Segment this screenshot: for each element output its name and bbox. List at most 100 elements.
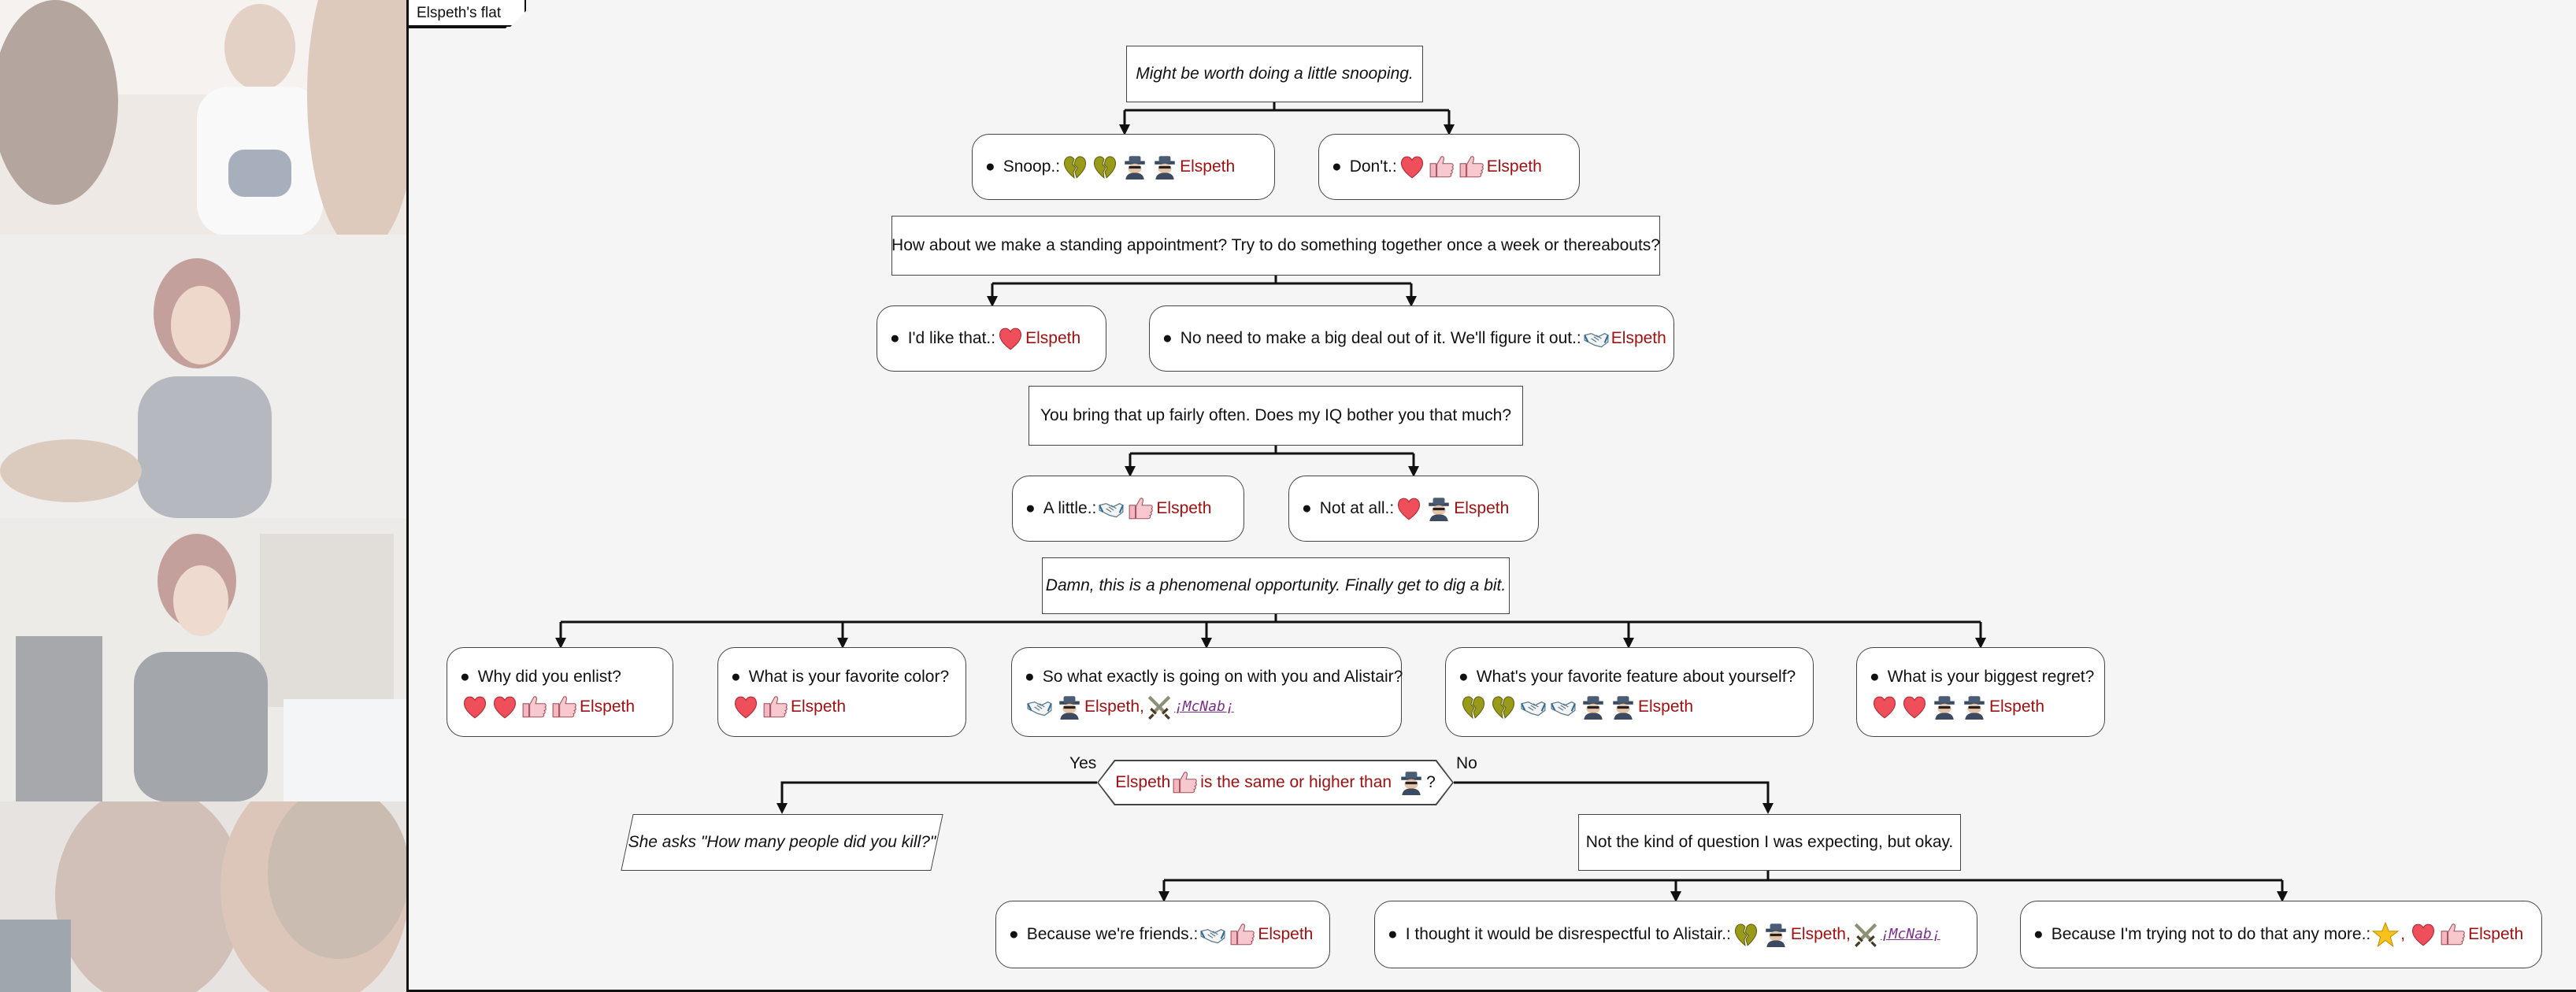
separator-comma: , [2400,925,2406,943]
bullet-icon: ● [985,157,995,176]
handshake-icon [1583,325,1610,352]
heart-icon [491,694,518,720]
choice-alistair-label: So what exactly is going on with you and… [1042,668,1403,686]
choice-why-enlist-label: Why did you enlist? [477,668,621,686]
condition-hexagon: Elspeth is the same or higher than ? [1097,760,1454,805]
thumbs-up-icon [551,694,578,720]
spy-icon [1121,154,1148,180]
character-name: Elspeth [1180,157,1236,176]
spy-icon [1056,694,1083,720]
broken-heart-icon [1490,694,1517,720]
choice-alistair[interactable]: ● So what exactly is going on with you a… [1011,647,1403,737]
heart-icon [997,325,1024,352]
question-not-expecting: Not the kind of question I was expecting… [1578,814,1961,871]
broken-heart-icon [1062,154,1088,180]
choice-snoop[interactable]: ● Snoop.: Elspeth [972,134,1275,200]
scene-photo-kiss [0,801,406,992]
broken-heart-icon [1460,694,1487,720]
character-name: Elspeth [1025,329,1081,347]
choice-dont[interactable]: ● Don't.: Elspeth [1318,134,1580,200]
choice-disrespectful-label: I thought it would be disrespectful to A… [1405,925,1731,943]
choice-not-at-all[interactable]: ● Not at all.: Elspeth [1288,476,1539,542]
question-standing-appointment: How about we make a standing appointment… [891,216,1660,276]
choice-a-little-label: A little.: [1043,499,1097,517]
character-name: Elspeth [1258,925,1314,943]
thought-snooping-text: Might be worth doing a little snooping. [1136,65,1414,83]
bullet-icon: ● [1332,157,1342,176]
bullet-icon: ● [1388,925,1398,943]
character-name: Elspeth [1638,698,1694,716]
question-not-expecting-text: Not the kind of question I was expecting… [1585,833,1954,851]
scene-photo-woman-desk [0,518,406,801]
thumbs-up-icon [1229,921,1256,948]
spy-icon [1762,921,1789,948]
thumbs-up-icon [762,694,789,720]
bullet-icon: ● [2033,925,2044,943]
choice-dont-label: Don't.: [1349,157,1397,176]
choice-disrespectful[interactable]: ● I thought it would be disrespectful to… [1374,901,1977,968]
choice-id-like-that-label: I'd like that.: [907,329,996,347]
thought-snooping: Might be worth doing a little snooping. [1126,46,1423,102]
choice-id-like-that[interactable]: ● I'd like that.: Elspeth [877,305,1106,372]
condition-no-label: No [1456,754,1477,772]
heart-icon [732,694,759,720]
heart-icon [2410,921,2437,948]
bullet-icon: ● [1162,329,1173,347]
question-iq: You bring that up fairly often. Does my … [1029,386,1523,446]
star-icon [2372,921,2400,948]
character-name: Elspeth [1610,329,1666,347]
character-name: Elspeth [1156,499,1212,517]
choice-favorite-color-label: What is your favorite color? [748,668,950,686]
heart-icon [1901,694,1928,720]
choice-trying-not-to-label: Because I'm trying not to do that any mo… [2051,925,2371,943]
location-tab: Elspeth's flat [406,0,526,27]
choice-because-friends[interactable]: ● Because we're friends.: Elspeth [995,901,1330,968]
choice-favorite-feature[interactable]: ● What's your favorite feature about you… [1445,647,1814,737]
scene-photo-kitchen [0,0,406,235]
thumbs-up-icon [1128,495,1155,522]
condition-end: ? [1426,773,1436,791]
character-name: Elspeth, [1790,925,1851,943]
choice-biggest-regret-label: What is your biggest regret? [1887,668,2095,686]
choice-because-friends-label: Because we're friends.: [1026,925,1199,943]
spy-icon [1931,694,1958,720]
choice-snoop-label: Snoop.: [1003,157,1061,176]
heart-icon [1871,694,1898,720]
choice-why-enlist[interactable]: ● Why did you enlist? Elspeth [447,647,673,737]
bullet-icon: ● [1870,668,1880,686]
choice-a-little[interactable]: ● A little.: Elspeth [1012,476,1244,542]
scene-photo-strip [0,0,406,992]
thought-opportunity-text: Damn, this is a phenomenal opportunity. … [1045,576,1507,594]
handshake-icon [1026,694,1053,720]
mcnab-name: ¡McNab¡ [1173,698,1234,715]
choice-not-at-all-label: Not at all.: [1319,499,1395,517]
character-name: Elspeth [580,698,636,716]
spy-icon [1425,495,1452,522]
character-name: Elspeth [1989,698,2045,716]
thumbs-up-icon [2440,921,2467,948]
thumbs-up-icon [521,694,548,720]
crossed-swords-icon [1852,921,1879,948]
choice-favorite-color[interactable]: ● What is your favorite color? Elspeth [717,647,966,737]
choice-trying-not-to[interactable]: ● Because I'm trying not to do that any … [2020,901,2542,968]
bullet-icon: ● [1025,499,1036,517]
thought-how-many-killed: She asks "How many people did you kill?" [621,814,943,871]
scene-photo-woman-sitting [0,235,406,518]
handshake-icon [1520,694,1547,720]
heart-icon [461,694,488,720]
spy-icon [1610,694,1636,720]
choice-biggest-regret[interactable]: ● What is your biggest regret? Elspeth [1856,647,2105,737]
bullet-icon: ● [890,329,900,347]
handshake-icon [1098,495,1125,522]
handshake-icon [1199,921,1226,948]
choice-no-need[interactable]: ● No need to make a big deal out of it. … [1149,305,1674,372]
condition-text: is the same or higher than [1200,773,1392,791]
character-name: Elspeth [2468,925,2524,943]
choice-no-need-label: No need to make a big deal out of it. We… [1180,329,1581,347]
mcnab-name: ¡McNab¡ [1880,926,1940,942]
thought-how-many-killed-text: She asks "How many people did you kill?" [628,833,936,851]
thumbs-up-icon [1429,154,1455,180]
bullet-icon: ● [460,668,470,686]
bullet-icon: ● [1025,668,1035,686]
bullet-icon: ● [1009,925,1019,943]
